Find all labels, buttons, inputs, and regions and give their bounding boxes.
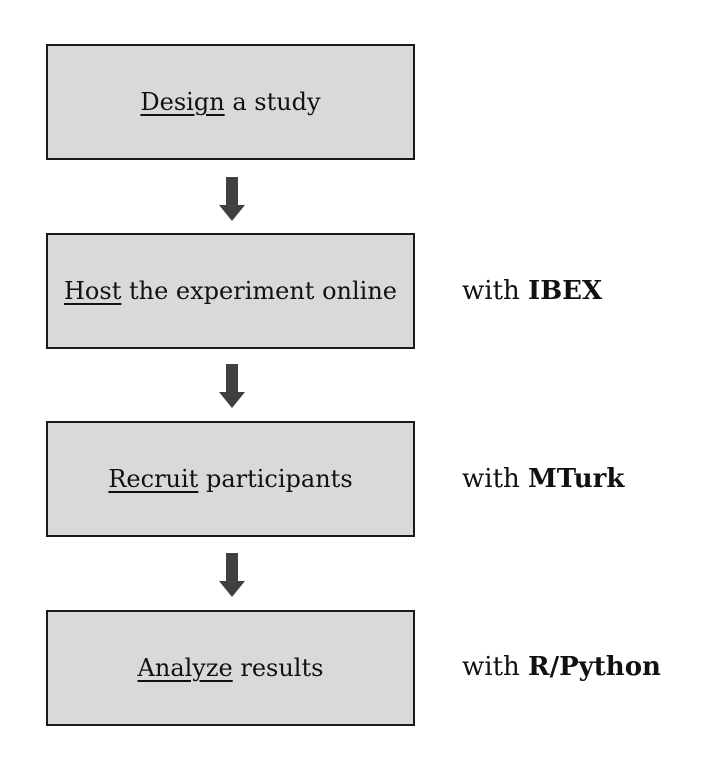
- step-box-host: Host the experiment online: [46, 233, 415, 349]
- down-arrow-icon: [219, 177, 245, 221]
- step-verb: Recruit: [108, 465, 199, 493]
- step-box-design: Design a study: [46, 44, 415, 160]
- tool-name: R/Python: [528, 652, 661, 682]
- step-description: results: [240, 654, 324, 682]
- step-description: the experiment online: [128, 277, 397, 305]
- down-arrow-icon: [219, 364, 245, 408]
- tool-label-mturk: with MTurk: [462, 464, 624, 494]
- down-arrow-icon: [219, 553, 245, 597]
- tool-label-ibex: with IBEX: [462, 276, 602, 306]
- tool-name: IBEX: [528, 276, 603, 306]
- step-verb: Design: [140, 88, 225, 116]
- step-box-recruit: Recruit participants: [46, 421, 415, 537]
- tool-prefix: with: [462, 464, 520, 494]
- tool-name: MTurk: [528, 464, 625, 494]
- tool-prefix: with: [462, 652, 520, 682]
- step-description: a study: [232, 88, 321, 116]
- step-description: participants: [205, 465, 353, 493]
- step-box-analyze: Analyze results: [46, 610, 415, 726]
- step-verb: Analyze: [137, 654, 233, 682]
- tool-prefix: with: [462, 276, 520, 306]
- step-verb: Host: [64, 277, 122, 305]
- tool-label-r-python: with R/Python: [462, 652, 661, 682]
